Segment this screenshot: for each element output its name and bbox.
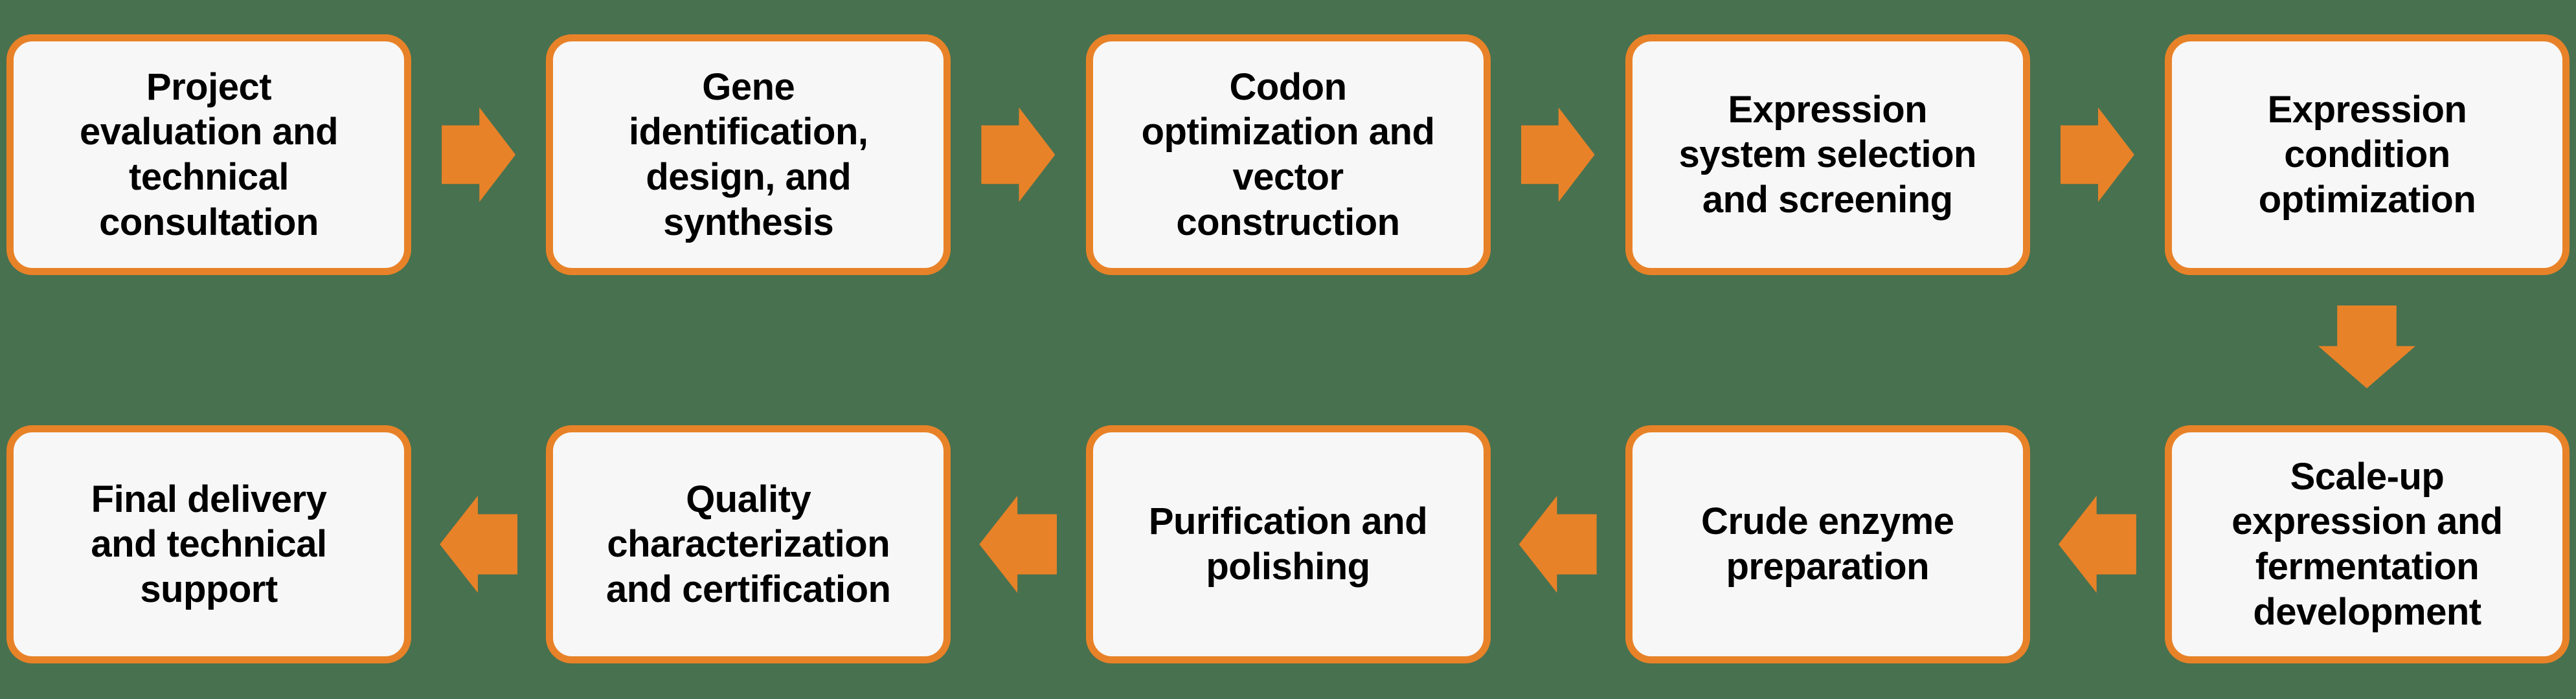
arrow-left-icon (1519, 496, 1597, 593)
step-box-expression-condition-optimization: Expression condition optimization (2165, 34, 2570, 275)
step-box-scale-up-fermentation: Scale-up expression and fermentation dev… (2165, 425, 2570, 663)
arrow-right-icon (2060, 107, 2134, 202)
step-label: Purification and polishing (1148, 500, 1428, 588)
step-label: Expression condition optimization (2258, 88, 2476, 221)
step-box-gene-identification: Gene identification, design, and synthes… (546, 34, 951, 275)
step-box-crude-enzyme-preparation: Crude enzyme preparation (1625, 425, 2030, 663)
step-box-purification-polishing: Purification and polishing (1085, 425, 1491, 663)
arrow-right-icon (1520, 107, 1595, 202)
step-label: Expression system selection and screenin… (1678, 88, 1977, 221)
step-label: Scale-up expression and fermentation dev… (2231, 455, 2503, 633)
arrow-right-icon (442, 107, 516, 202)
step-box-expression-system-selection: Expression system selection and screenin… (1625, 34, 2030, 275)
arrow-right-icon (981, 107, 1056, 202)
step-label: Project evaluation and technical consult… (79, 65, 339, 243)
step-box-codon-optimization: Codon optimization and vector constructi… (1085, 34, 1491, 275)
step-box-quality-characterization: Quality characterization and certificati… (546, 425, 951, 663)
arrow-left-icon (440, 496, 518, 593)
step-box-project-evaluation: Project evaluation and technical consult… (6, 34, 411, 275)
arrow-down-icon (2318, 305, 2415, 388)
flow-row-bottom: Final delivery and technical support Qua… (6, 425, 2570, 663)
step-label: Final delivery and technical support (91, 478, 327, 610)
step-label: Codon optimization and vector constructi… (1141, 65, 1435, 243)
flow-row-top: Project evaluation and technical consult… (6, 34, 2570, 275)
step-box-final-delivery: Final delivery and technical support (6, 425, 411, 663)
arrow-left-icon (2058, 496, 2136, 593)
step-label: Gene identification, design, and synthes… (629, 65, 868, 243)
step-label: Crude enzyme preparation (1701, 500, 1954, 588)
arrow-left-icon (979, 496, 1057, 593)
step-label: Quality characterization and certificati… (606, 478, 891, 610)
